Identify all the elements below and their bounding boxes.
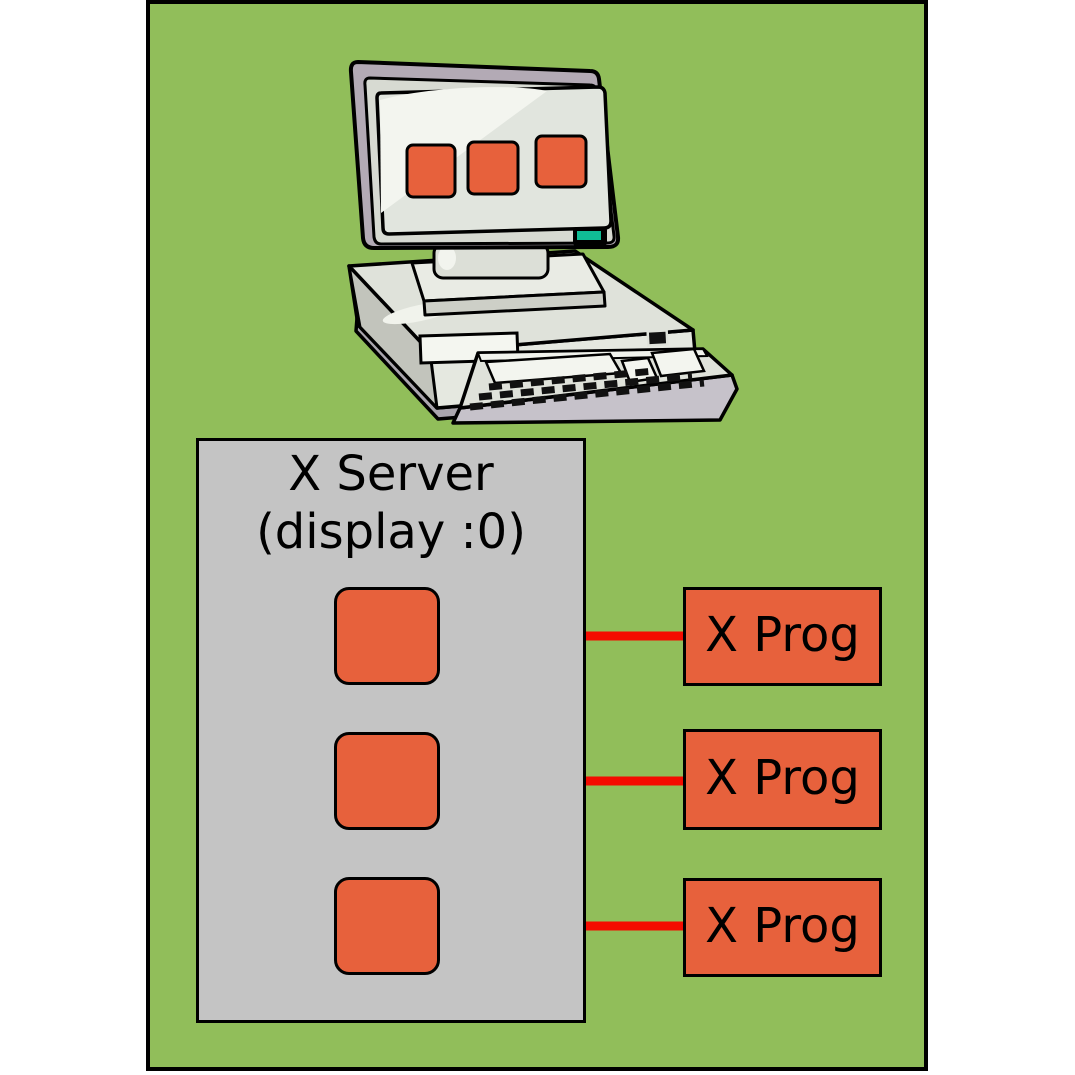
x-server-box: X Server (display :0) [196,438,586,1023]
server-window-1 [334,587,440,685]
x-prog-box-1: X Prog [683,587,882,686]
server-title: X Server (display :0) [199,445,583,561]
x-prog-label-1: X Prog [705,606,860,663]
x-prog-box-3: X Prog [683,878,882,977]
server-window-3 [334,877,440,975]
x-prog-box-2: X Prog [683,729,882,830]
x-prog-label-3: X Prog [705,897,860,954]
server-title-line1: X Server [288,446,494,502]
server-window-2 [334,732,440,830]
server-title-line2: (display :0) [256,504,526,560]
x-prog-label-2: X Prog [705,749,860,806]
